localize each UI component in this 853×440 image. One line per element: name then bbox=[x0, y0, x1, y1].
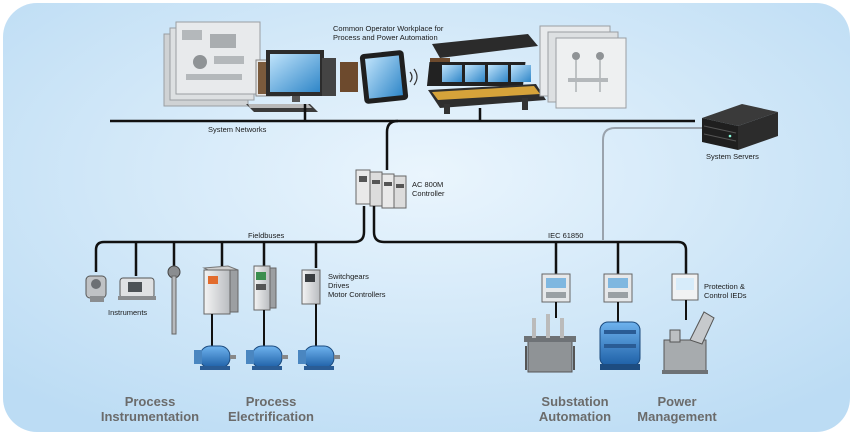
section-substation-automation-line2: Automation bbox=[538, 409, 612, 424]
protection-label-line1: Protection & bbox=[704, 282, 745, 291]
section-process-electrification: Process Electrification bbox=[220, 394, 322, 424]
section-substation-automation: Substation Automation bbox=[530, 394, 620, 424]
background-panel bbox=[3, 3, 850, 432]
section-process-electrification-line2: Electrification bbox=[228, 409, 314, 424]
section-power-management-line1: Power bbox=[657, 394, 697, 409]
motor-controllers-label: Motor Controllers bbox=[328, 290, 386, 299]
temperature-sensor-icon bbox=[167, 265, 181, 335]
ied-device-icon-2 bbox=[603, 273, 633, 322]
overview-screens-right-icon bbox=[539, 25, 627, 109]
iec61850-label: IEC 61850 bbox=[548, 231, 584, 240]
motor-icon-1 bbox=[194, 345, 236, 370]
power-generator-icon bbox=[599, 321, 641, 370]
protection-label-line2: Control IEDs bbox=[704, 291, 747, 300]
overview-screens-left-icon bbox=[163, 21, 261, 107]
instruments-label: Instruments bbox=[108, 308, 148, 317]
system-servers-label: System Servers bbox=[706, 152, 759, 161]
control-room-desk-icon bbox=[426, 34, 546, 114]
section-process-instrumentation-line2: Instrumentation bbox=[100, 409, 200, 424]
section-process-instrumentation-line1: Process bbox=[124, 394, 176, 409]
motor-icon-2 bbox=[246, 345, 288, 370]
section-process-electrification-line1: Process bbox=[245, 394, 297, 409]
controller-network-link bbox=[385, 119, 399, 170]
section-power-management: Power Management bbox=[624, 394, 730, 424]
operator-workstation-icon bbox=[246, 50, 336, 112]
section-process-instrumentation: Process Instrumentation bbox=[94, 394, 206, 424]
fieldbuses-label: Fieldbuses bbox=[248, 231, 285, 240]
system-networks-label: System Networks bbox=[208, 125, 267, 134]
section-power-management-line2: Management bbox=[637, 409, 717, 424]
drive-unit-icon bbox=[253, 265, 277, 346]
fieldbus-link bbox=[353, 206, 366, 244]
controller-label-line1: AC 800M bbox=[412, 180, 444, 189]
motor-controller-icon bbox=[301, 269, 321, 346]
switchgears-label: Switchgears bbox=[328, 272, 369, 281]
ied-device-icon-3 bbox=[671, 273, 699, 320]
server-link bbox=[602, 127, 702, 240]
pressure-transmitter-icon bbox=[85, 275, 107, 302]
workplace-label-line2: Process and Power Automation bbox=[333, 33, 438, 42]
tablet-icon bbox=[340, 50, 418, 104]
fieldbus-line bbox=[94, 240, 354, 272]
controller-label-line2: Controller bbox=[412, 189, 445, 198]
workplace-label-line1: Common Operator Workplace for bbox=[333, 24, 444, 33]
ied-device-icon-1 bbox=[541, 273, 571, 318]
drives-label: Drives bbox=[328, 281, 350, 290]
motor-icon-3 bbox=[298, 345, 340, 370]
iec-link bbox=[372, 206, 385, 244]
switchgear-cabinet-icon bbox=[202, 265, 239, 346]
substation-transformer-icon bbox=[524, 314, 576, 373]
flow-meter-icon bbox=[118, 277, 156, 300]
ac800m-controller-icon bbox=[355, 169, 407, 209]
iec61850-line bbox=[384, 240, 688, 274]
circuit-breaker-icon bbox=[662, 311, 715, 374]
system-servers-icon bbox=[702, 104, 778, 150]
section-substation-automation-line1: Substation bbox=[541, 394, 609, 409]
